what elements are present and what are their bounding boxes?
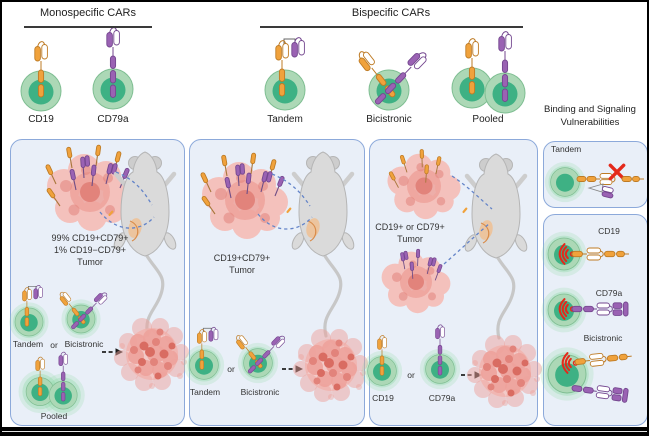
bicistronic-car-cell-small (57, 290, 109, 339)
bicistronic-car-cell (355, 49, 429, 110)
panel1-tumor-label-line1: 99% CD19+CD79+ (51, 233, 129, 243)
tumor-mass-outcome (467, 335, 542, 408)
cd79a-construct-label: CD79a (97, 114, 129, 125)
cd79a-car-cell (93, 28, 133, 109)
panel3-tumor-label-line1: CD19+ or CD79+ (375, 222, 445, 232)
panel3-or-label: or (407, 370, 415, 380)
bispecific-title: Bispecific CARs (351, 7, 431, 19)
tumor-mass-outcome (293, 329, 368, 402)
injection-dashed-line (115, 171, 153, 206)
panel1-or-label: or (50, 340, 58, 350)
injection-dashed-line (271, 173, 311, 207)
pooled-construct-label: Pooled (472, 114, 504, 125)
panel1-bicistronic-label: Bicistronic (64, 339, 104, 349)
monospecific-title: Monospecific CARs (40, 7, 136, 19)
panel2-bicistronic-label: Bicistronic (240, 387, 280, 397)
vuln-bicistronic-label: Bicistronic (583, 333, 623, 343)
vuln-cd79a-label: CD79a (595, 288, 623, 298)
panel2-tumor-label-line2: Tumor (229, 265, 255, 275)
cd19-car-cell-small (361, 335, 403, 392)
vuln-tandem-label: Tandem (551, 144, 582, 154)
mouse-illustration (463, 154, 529, 338)
bicistronic-signaling-art (540, 347, 633, 404)
panel1-tumor-label-line3: Tumor (77, 257, 103, 267)
panel1-pooled-label: Pooled (40, 411, 68, 421)
cd79a-positive-tumor (382, 249, 451, 313)
panel3-tumor-label-line2: Tumor (397, 234, 423, 244)
cd19-positive-tumor (387, 149, 460, 219)
injection-dashed-line (257, 213, 313, 230)
tandem-car-cell-small (9, 285, 49, 342)
panel1-tandem-label: Tandem (12, 339, 44, 349)
panel1-tumor-label-line2: 1% CD19−CD79+ (53, 245, 127, 255)
vulnerabilities-title-line2: Vulnerabilities (560, 117, 620, 128)
mixed-antigen-tumor (45, 145, 133, 231)
cd19-construct-label: CD19 (28, 114, 54, 125)
bispecific-underline (260, 26, 523, 28)
cd19-signaling-art (541, 231, 630, 277)
bicistronic-car-cell-small (233, 333, 287, 384)
mouse-illustration (112, 152, 178, 336)
injection-dashed-line (99, 211, 155, 229)
mixed-antigen-tumor (200, 153, 288, 239)
panel2-tumor-label-line1: CD19+CD79+ (213, 253, 271, 263)
bicistronic-construct-label: Bicistronic (366, 114, 412, 125)
tumor-mass-outcome (114, 318, 189, 391)
pooled-car-cells-small (18, 352, 85, 417)
vuln-cd19-label: CD19 (598, 226, 620, 236)
blocked-binding-x-icon (608, 163, 626, 181)
panel3-cd79a-label: CD79a (428, 393, 456, 403)
figure-bottom-border (2, 427, 647, 434)
panel2-or-label: or (227, 364, 235, 374)
tandem-construct-label: Tandem (267, 114, 303, 125)
panel2-art (183, 152, 368, 402)
pooled-car-cells (452, 32, 525, 113)
vulnerabilities-title-line1: Binding and Signaling (544, 104, 636, 115)
cd19-car-cell (21, 42, 61, 111)
monospecific-underline (24, 26, 152, 28)
injection-dashed-line (443, 222, 491, 265)
tandem-car-cell (265, 38, 305, 110)
tandem-vulnerability-art (544, 161, 644, 203)
panel2-tandem-label: Tandem (189, 387, 221, 397)
panel3-cd19-label: CD19 (372, 393, 394, 403)
mouse-illustration (290, 152, 356, 336)
tandem-car-cell-small (183, 327, 225, 386)
panel3-art (361, 149, 542, 408)
panel1-art (9, 145, 189, 417)
